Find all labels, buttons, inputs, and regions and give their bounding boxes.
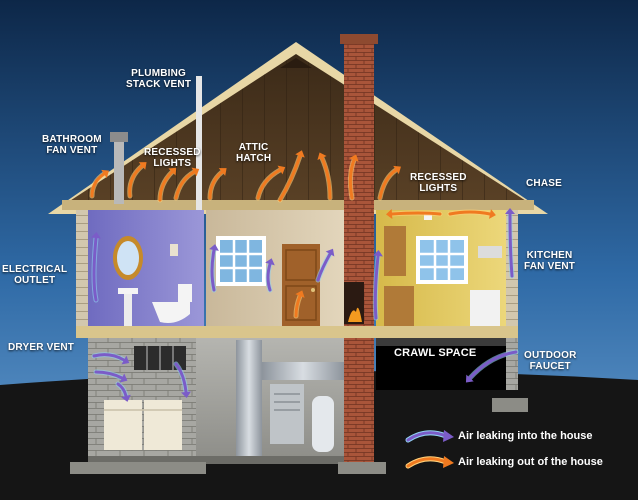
air-leak-out-arrow bbox=[347, 154, 359, 201]
label-line: PLUMBING bbox=[131, 68, 187, 79]
label-dryer-vent: DRYER VENT bbox=[8, 342, 74, 353]
air-leak-in-arrow bbox=[315, 248, 335, 283]
toilet bbox=[178, 284, 192, 302]
label-line: LIGHTS bbox=[153, 158, 192, 169]
dryer bbox=[144, 400, 182, 450]
air-leak-in-arrow bbox=[173, 361, 191, 398]
label-line: BATHROOM bbox=[42, 134, 102, 145]
label-line: RECESSED bbox=[144, 147, 201, 158]
label-plumbing-stack-vent: PLUMBING STACK VENT bbox=[126, 68, 191, 90]
air-leak-out-arrow bbox=[255, 165, 286, 201]
interior-door bbox=[282, 244, 320, 326]
label-line: ATTIC bbox=[238, 142, 269, 153]
label-kitchen-fan-vent: KITCHEN FAN VENT bbox=[524, 250, 575, 272]
air-leak-out-arrow bbox=[127, 162, 147, 199]
bathroom-fan-vent-pipe bbox=[114, 140, 124, 204]
air-leak-in-arrow bbox=[505, 208, 515, 279]
air-leak-in-arrow bbox=[93, 369, 128, 383]
kitchen-range-hood bbox=[478, 246, 502, 258]
air-leak-in-arrow bbox=[209, 244, 219, 293]
kitchen-cabinet bbox=[384, 226, 406, 276]
bathroom-switch bbox=[170, 244, 178, 256]
label-line: DRYER VENT bbox=[8, 342, 75, 353]
foundation-chimney bbox=[338, 462, 386, 474]
main-floor bbox=[76, 326, 518, 338]
label-attic-hatch: ATTIC HATCH bbox=[236, 142, 271, 164]
label-line: ELECTRICAL bbox=[2, 264, 68, 275]
air-leak-in-arrow bbox=[91, 232, 101, 303]
label-line: LIGHTS bbox=[419, 183, 458, 194]
label-line: OUTDOOR bbox=[524, 350, 577, 361]
crawl-space bbox=[376, 338, 518, 390]
label-line: RECESSED bbox=[410, 172, 467, 183]
furnace bbox=[270, 384, 304, 444]
air-leak-out-arrow bbox=[277, 150, 305, 203]
bathroom-sink bbox=[118, 288, 138, 294]
air-leak-out-arrow bbox=[447, 209, 496, 219]
label-line: HATCH bbox=[236, 153, 272, 164]
label-line: OUTLET bbox=[14, 275, 56, 286]
air-leak-out-arrow bbox=[293, 290, 305, 319]
foundation-right bbox=[492, 398, 528, 412]
washer bbox=[104, 400, 142, 450]
label-line: FAN VENT bbox=[46, 145, 98, 156]
legend-leak-out-label: Air leaking out of the house bbox=[458, 456, 603, 468]
kitchen-counter bbox=[384, 286, 414, 326]
air-leak-out-arrow bbox=[317, 152, 333, 201]
label-crawl-space: CRAWL SPACE bbox=[394, 348, 476, 359]
label-chase: CHASE bbox=[526, 178, 562, 189]
air-leak-in-arrow bbox=[465, 349, 519, 383]
air-flow-arrows bbox=[89, 150, 519, 402]
label-line: STACK VENT bbox=[126, 79, 192, 90]
foundation-left bbox=[70, 462, 206, 474]
label-recessed-lights-left: RECESSED LIGHTS bbox=[144, 147, 201, 169]
air-leak-out-arrow bbox=[157, 167, 177, 203]
water-heater bbox=[312, 396, 334, 452]
label-line: CRAWL SPACE bbox=[394, 347, 477, 359]
chimney bbox=[344, 42, 374, 464]
label-line: CHASE bbox=[526, 178, 563, 189]
label-electrical-outlet: ELECTRICAL OUTLET bbox=[2, 264, 67, 286]
legend-leak-in-label: Air leaking into the house bbox=[458, 430, 593, 442]
air-leak-in-arrow bbox=[372, 250, 383, 321]
label-recessed-lights-right: RECESSED LIGHTS bbox=[410, 172, 467, 194]
hvac-duct bbox=[236, 340, 262, 456]
air-leak-out-arrow bbox=[89, 169, 109, 199]
attic-floor bbox=[62, 200, 534, 210]
air-leak-out-arrow bbox=[386, 209, 443, 219]
label-line: KITCHEN bbox=[526, 250, 573, 261]
label-line: FAN VENT bbox=[524, 261, 576, 272]
label-outdoor-faucet: OUTDOOR FAUCET bbox=[524, 350, 577, 372]
air-leak-in-arrow bbox=[115, 381, 131, 402]
label-bathroom-fan-vent: BATHROOM FAN VENT bbox=[42, 134, 102, 156]
air-leak-in-arrow bbox=[91, 352, 130, 365]
air-leak-in-arrow bbox=[265, 258, 275, 293]
air-leak-out-arrow bbox=[207, 168, 227, 201]
legend-arrows bbox=[405, 430, 454, 469]
label-line: FAUCET bbox=[529, 361, 571, 372]
air-leak-out-arrow bbox=[377, 165, 401, 201]
kitchen-stove bbox=[470, 290, 500, 326]
left-exterior-wall bbox=[76, 210, 88, 330]
air-leak-out-arrow bbox=[173, 167, 200, 201]
